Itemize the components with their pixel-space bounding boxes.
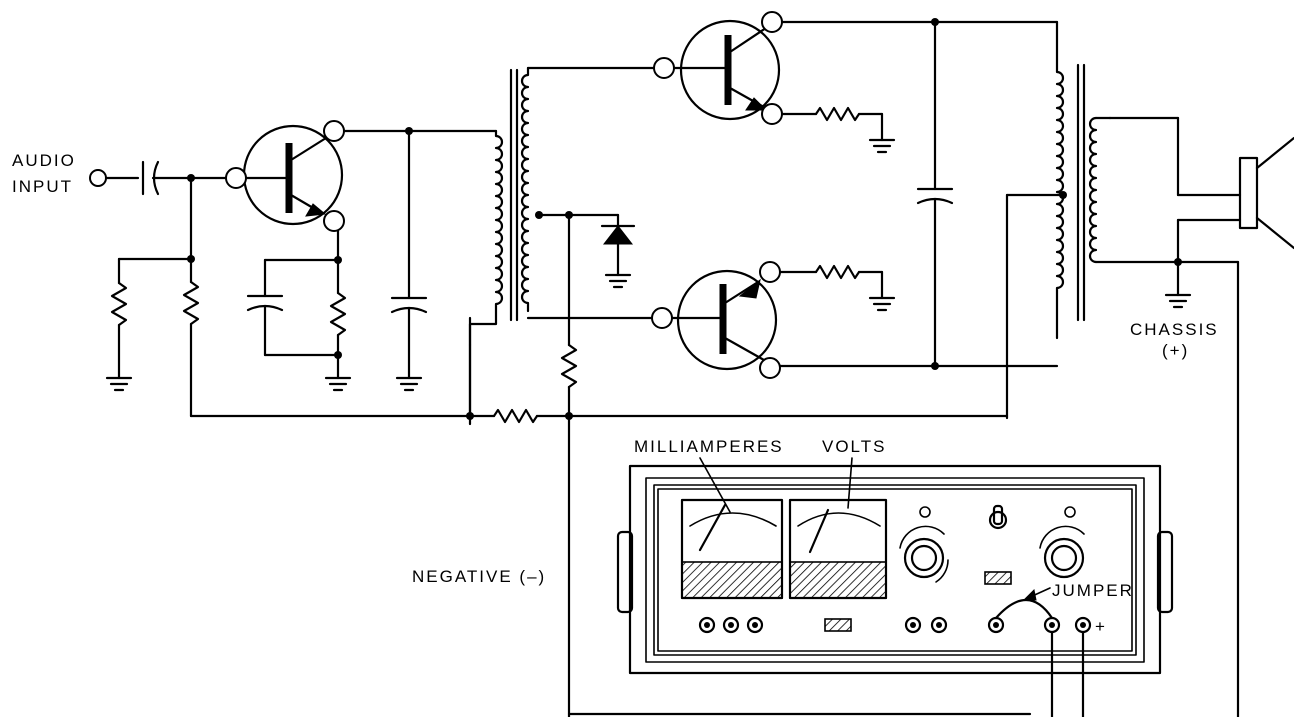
voltage-adjust-knob[interactable]: [1043, 537, 1085, 579]
binding-post[interactable]: [904, 616, 922, 634]
input-label: INPUT: [12, 177, 73, 196]
bias-resistor: [182, 280, 200, 326]
milliammeter-needle: [698, 503, 727, 552]
output-transistor-upper: [653, 11, 783, 125]
bias-diode: [602, 225, 634, 245]
bottom-bus: [189, 316, 1032, 717]
range-switch[interactable]: [824, 618, 852, 632]
collector-network: [342, 127, 498, 392]
collector-bus: [778, 18, 1059, 370]
negative-label: NEGATIVE (–): [412, 567, 546, 586]
output-transistor-lower: [651, 261, 781, 379]
bias-diode-network: [535, 211, 636, 418]
chassis-label: CHASSIS: [1130, 320, 1219, 339]
driver-transformer: [468, 66, 658, 426]
current-adjust-knob[interactable]: [903, 537, 945, 579]
selector-switch[interactable]: [984, 571, 1012, 585]
plus-terminal-label: +: [1095, 617, 1107, 636]
driver-transistor: [225, 120, 345, 232]
speaker: CHASSIS (+): [1108, 116, 1294, 717]
binding-post[interactable]: [930, 616, 948, 634]
bias-resistor-left: [110, 281, 128, 327]
jumper-label: JUMPER: [1052, 581, 1134, 600]
indicator-lamp-left: [919, 506, 931, 518]
ground-symbol: [105, 376, 133, 392]
milliamperes-label: MILLIAMPERES: [634, 437, 784, 456]
power-supply-left-handle: [616, 530, 634, 614]
indicator-lamp-right: [1064, 506, 1076, 518]
power-supply-case: [628, 464, 1162, 675]
output-transformer: [1005, 20, 1240, 420]
binding-post[interactable]: [746, 616, 764, 634]
audio-input-terminal: [89, 169, 107, 187]
chassis-polarity-label: (+): [1162, 341, 1189, 360]
volts-label: VOLTS: [822, 437, 886, 456]
binding-post[interactable]: [698, 616, 716, 634]
bias-series-resistor: [492, 408, 539, 424]
power-toggle-switch[interactable]: [988, 510, 1008, 530]
emitter-resistor-upper: [814, 106, 861, 122]
binding-post[interactable]: [722, 616, 740, 634]
voltmeter-needle: [808, 508, 830, 554]
emitter-resistor: [329, 291, 347, 337]
bias-divider-resistor: [560, 343, 578, 389]
audio-input: AUDIO INPUT: [12, 151, 230, 196]
power-supply: + JUMPER: [616, 464, 1174, 717]
jumper-wire: [994, 599, 1054, 620]
power-supply-right-handle: [1156, 530, 1174, 614]
bias-network: [105, 176, 200, 418]
audio-label: AUDIO: [12, 151, 76, 170]
emitter-resistor-lower: [814, 264, 861, 280]
emitter-rc: [246, 229, 352, 392]
